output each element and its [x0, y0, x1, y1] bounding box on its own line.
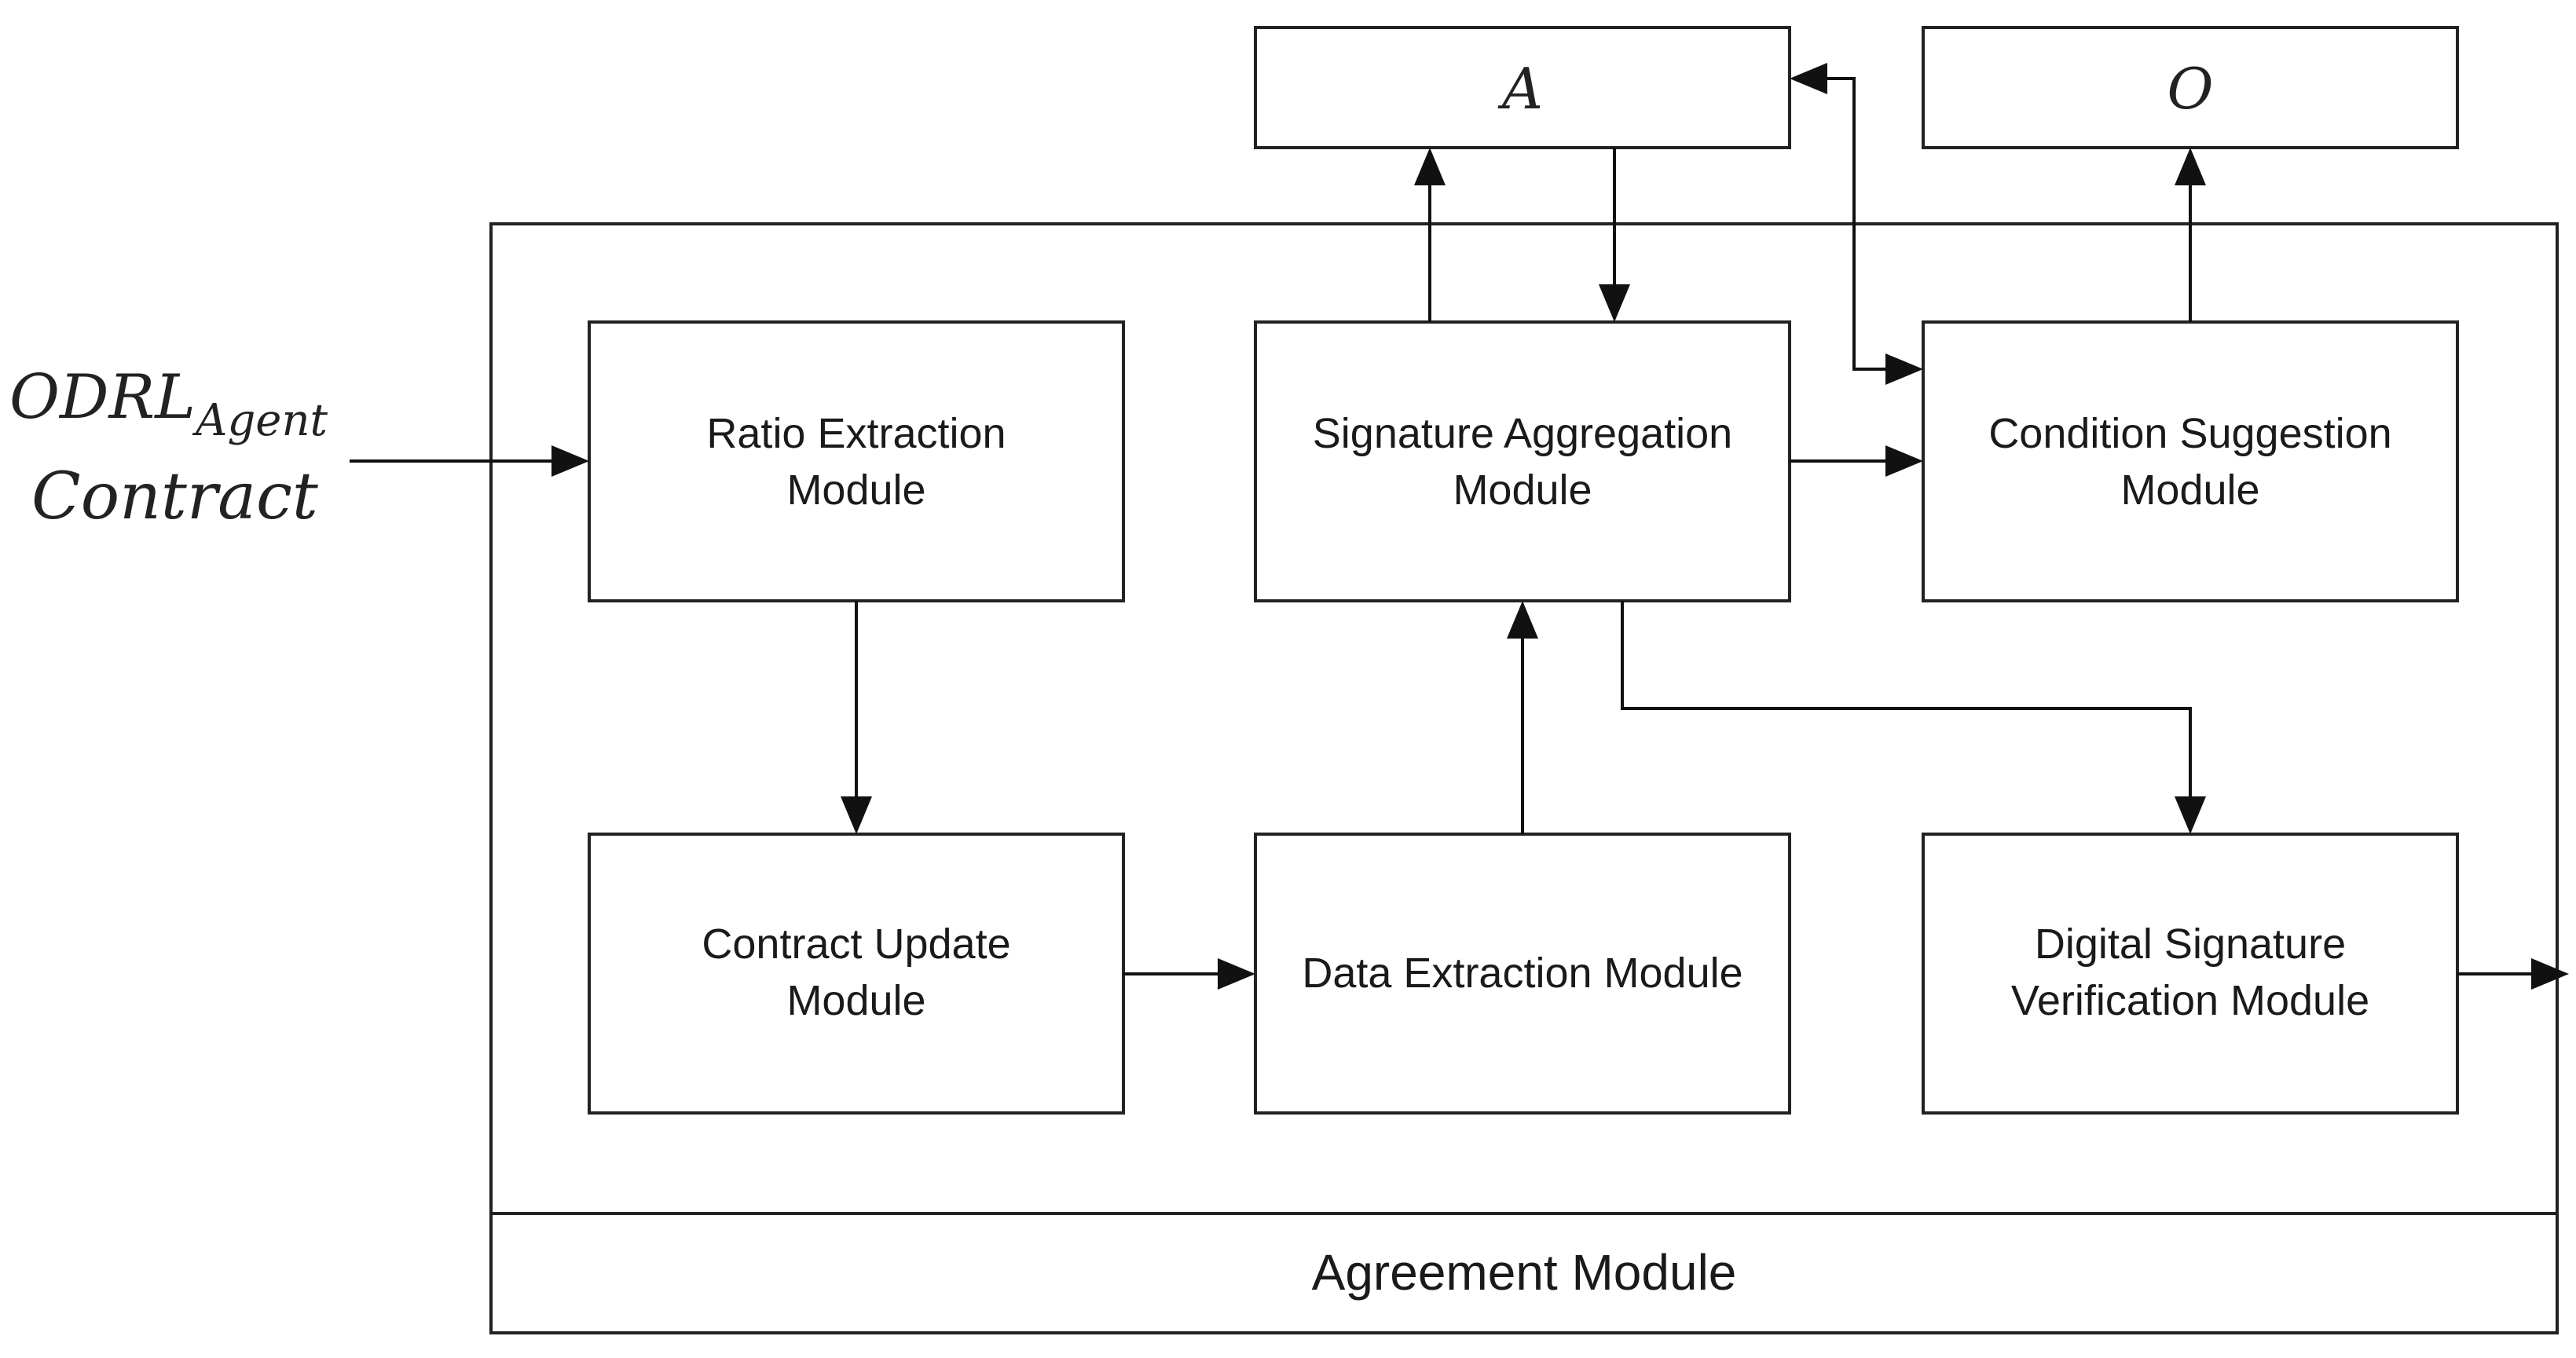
arrowhead-signature-aggregation-to-a [1414, 148, 1446, 185]
output-o-label: O [2167, 56, 2213, 122]
contract-update-module-label-line2: Module [786, 977, 925, 1024]
signature-aggregation-module-label-line1: Signature Aggregation [1313, 410, 1732, 457]
data-extraction-module-label: Data Extraction Module [1302, 950, 1742, 997]
arrowhead-contract-update-to-data-extraction [1218, 958, 1255, 990]
input-odrl-label: ODRLAgent [9, 362, 328, 446]
agreement-module-label: Agreement Module [1312, 1244, 1737, 1301]
signature-aggregation-module-box [1254, 320, 1791, 602]
arrowhead-condition-suggestion-to-o [2175, 148, 2206, 185]
condition-suggestion-module-label-line2: Module [2120, 467, 2259, 514]
output-o-box [1922, 26, 2459, 149]
arrowhead-input-to-ratio [551, 445, 589, 477]
data-extraction-module-box [1254, 833, 1791, 1115]
agreement-module-frame [489, 222, 2559, 1334]
condition-suggestion-module-label-line1: Condition Suggestion [1988, 410, 2391, 457]
condition-suggestion-module-box [1922, 320, 2459, 602]
input-odrl-main: ODRL [9, 362, 196, 433]
contract-update-module-label-line1: Contract Update [702, 921, 1010, 968]
arrowhead-condition-suggestion-to-a [1790, 63, 1827, 94]
arrowhead-signature-aggregation-to-digital-signature [2175, 796, 2206, 834]
arrowhead-digital-signature-to-output [2531, 958, 2569, 990]
ratio-extraction-module-label-line1: Ratio Extraction [706, 410, 1006, 457]
digital-signature-verification-module-label-line2: Verification Module [2011, 977, 2369, 1024]
connector-a-to-condition-suggestion [1827, 77, 1885, 371]
input-odrl-subscript: Agent [192, 395, 328, 446]
arrowhead-data-extraction-to-signature-aggregation [1507, 601, 1538, 639]
output-a-box [1254, 26, 1791, 149]
contract-update-module-box [588, 833, 1125, 1115]
ratio-extraction-module-box [588, 320, 1125, 602]
input-contract-label: Contract [31, 459, 319, 534]
arrowhead-ratio-to-contract-update [841, 796, 872, 834]
connector-signature-aggregation-to-digital-signature [1621, 601, 2192, 796]
arrowhead-a-to-condition-suggestion [1885, 353, 1923, 385]
output-a-label: A [1497, 56, 1543, 122]
arrowhead-signature-aggregation-to-condition-suggestion [1885, 445, 1923, 477]
digital-signature-verification-module-box [1922, 833, 2459, 1115]
signature-aggregation-module-label-line2: Module [1453, 467, 1592, 514]
arrowhead-a-to-signature-aggregation [1599, 284, 1630, 322]
digital-signature-verification-module-label-line1: Digital Signature [2035, 921, 2346, 968]
ratio-extraction-module-label-line2: Module [786, 467, 925, 514]
